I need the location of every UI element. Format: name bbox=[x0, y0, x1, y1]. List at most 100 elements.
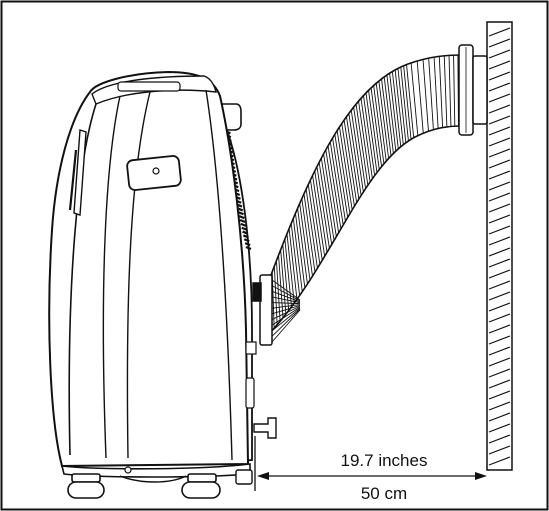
hose-rib bbox=[422, 59, 429, 132]
distance-inches-label: 19.7 inches bbox=[341, 451, 428, 470]
hose-rib bbox=[383, 76, 394, 154]
hose-rib bbox=[353, 106, 367, 189]
wall-hatch-line bbox=[488, 258, 511, 268]
hose-rib bbox=[286, 233, 295, 304]
hose-rib bbox=[346, 116, 360, 200]
wall-hatch-line bbox=[488, 93, 511, 103]
wall-hatch-line bbox=[488, 346, 511, 356]
wall-hatch-line bbox=[488, 291, 511, 301]
wall-hatch-line bbox=[488, 159, 511, 169]
wall-hatch-line bbox=[488, 280, 511, 290]
base-foot-rear bbox=[235, 469, 253, 485]
main-shell bbox=[48, 70, 250, 468]
hose-fan-line bbox=[271, 279, 301, 301]
wall-hatch-line bbox=[488, 445, 511, 455]
hose-rib bbox=[297, 208, 308, 285]
wall-hatch-line bbox=[488, 27, 511, 37]
unit-hose-adapter bbox=[252, 274, 273, 346]
rear-grille-slat bbox=[239, 218, 246, 224]
wall-hatch-line bbox=[488, 236, 511, 246]
hose-rib bbox=[443, 55, 448, 127]
rear-bracket-upper bbox=[245, 341, 257, 355]
hose-rib bbox=[282, 244, 290, 311]
rear-grille-slat bbox=[242, 230, 248, 235]
hose-rib bbox=[360, 98, 373, 179]
wall-hatch-line bbox=[488, 368, 511, 378]
hose-rib bbox=[288, 228, 298, 300]
front-left-panel bbox=[68, 103, 97, 456]
rear-grille-slat bbox=[238, 215, 245, 220]
hose-rib bbox=[334, 134, 349, 218]
hose-fan-line bbox=[271, 305, 301, 320]
hose-ribs bbox=[267, 55, 463, 343]
wall-hatch-line bbox=[488, 170, 511, 180]
rear-grille-slat bbox=[243, 238, 250, 243]
hose-rib bbox=[325, 149, 340, 233]
hose-rib bbox=[438, 56, 444, 128]
top-control-strip bbox=[117, 81, 181, 92]
wall-hatch-line bbox=[488, 71, 511, 81]
hose-rib bbox=[406, 64, 415, 138]
wall-hatch-line bbox=[488, 335, 511, 345]
wall-hatch-line bbox=[488, 137, 511, 147]
hose-rib bbox=[363, 95, 376, 176]
hose-rib bbox=[316, 166, 330, 249]
portable-air-conditioner bbox=[48, 70, 277, 499]
carry-handle-screw bbox=[152, 167, 160, 175]
hose-rib bbox=[318, 162, 333, 245]
wall-hatch-line bbox=[488, 181, 511, 191]
hose-rib bbox=[299, 203, 311, 281]
hose-rib bbox=[373, 85, 385, 164]
hose-outline-lower bbox=[267, 125, 463, 336]
wall-hatch bbox=[488, 27, 511, 466]
base-skirt-center bbox=[119, 475, 187, 483]
rear-grille-slat bbox=[238, 211, 244, 216]
hose-rib bbox=[309, 179, 323, 261]
hose-rib bbox=[400, 66, 409, 141]
hose-fan-line bbox=[271, 285, 301, 302]
hose-rib bbox=[378, 80, 390, 159]
front-screw bbox=[124, 466, 132, 474]
wall-hatch-line bbox=[488, 214, 511, 224]
wall-hatch-line bbox=[488, 203, 511, 213]
wall-hatch-line bbox=[488, 313, 511, 323]
hose-rib bbox=[428, 58, 434, 130]
dimension-arrow-left bbox=[257, 472, 269, 480]
hose-rib bbox=[301, 198, 313, 277]
wall-hatch-line bbox=[488, 148, 511, 158]
hose-rib bbox=[305, 189, 318, 269]
hose-fan-line bbox=[271, 309, 301, 343]
hose-rib bbox=[341, 123, 355, 207]
hose-rib bbox=[290, 223, 301, 296]
hose-rib bbox=[381, 78, 392, 156]
hose-rib bbox=[350, 110, 364, 193]
rear-grille-slat bbox=[244, 242, 251, 247]
hose-fan-line bbox=[271, 304, 301, 309]
wall-hatch-line bbox=[488, 324, 511, 334]
wall-hatch-line bbox=[488, 82, 511, 92]
hose-fan-line bbox=[271, 305, 301, 315]
hose-rib bbox=[370, 87, 383, 167]
hose-fan-line bbox=[271, 308, 301, 337]
hose-fan-line bbox=[271, 290, 301, 303]
caster-wheel-front bbox=[67, 473, 105, 499]
hose-rib bbox=[332, 137, 346, 222]
hose-fan-line bbox=[271, 302, 301, 305]
hose-rib bbox=[386, 74, 397, 152]
hose-rib bbox=[391, 71, 402, 147]
rear-handle bbox=[221, 103, 242, 131]
hose-rib bbox=[394, 69, 404, 145]
hose-rib bbox=[314, 170, 328, 253]
wall-hatch-line bbox=[488, 423, 511, 433]
wall bbox=[486, 21, 513, 471]
hose-rib bbox=[307, 184, 321, 265]
rear-bracket-middle bbox=[245, 377, 255, 409]
wall-hatch-line bbox=[488, 401, 511, 411]
rear-grille-slat bbox=[240, 222, 247, 227]
wall-hatch-line bbox=[488, 247, 511, 257]
hose-rib bbox=[375, 83, 387, 162]
wall-hatch-line bbox=[488, 379, 511, 389]
hose-rib bbox=[323, 153, 337, 237]
